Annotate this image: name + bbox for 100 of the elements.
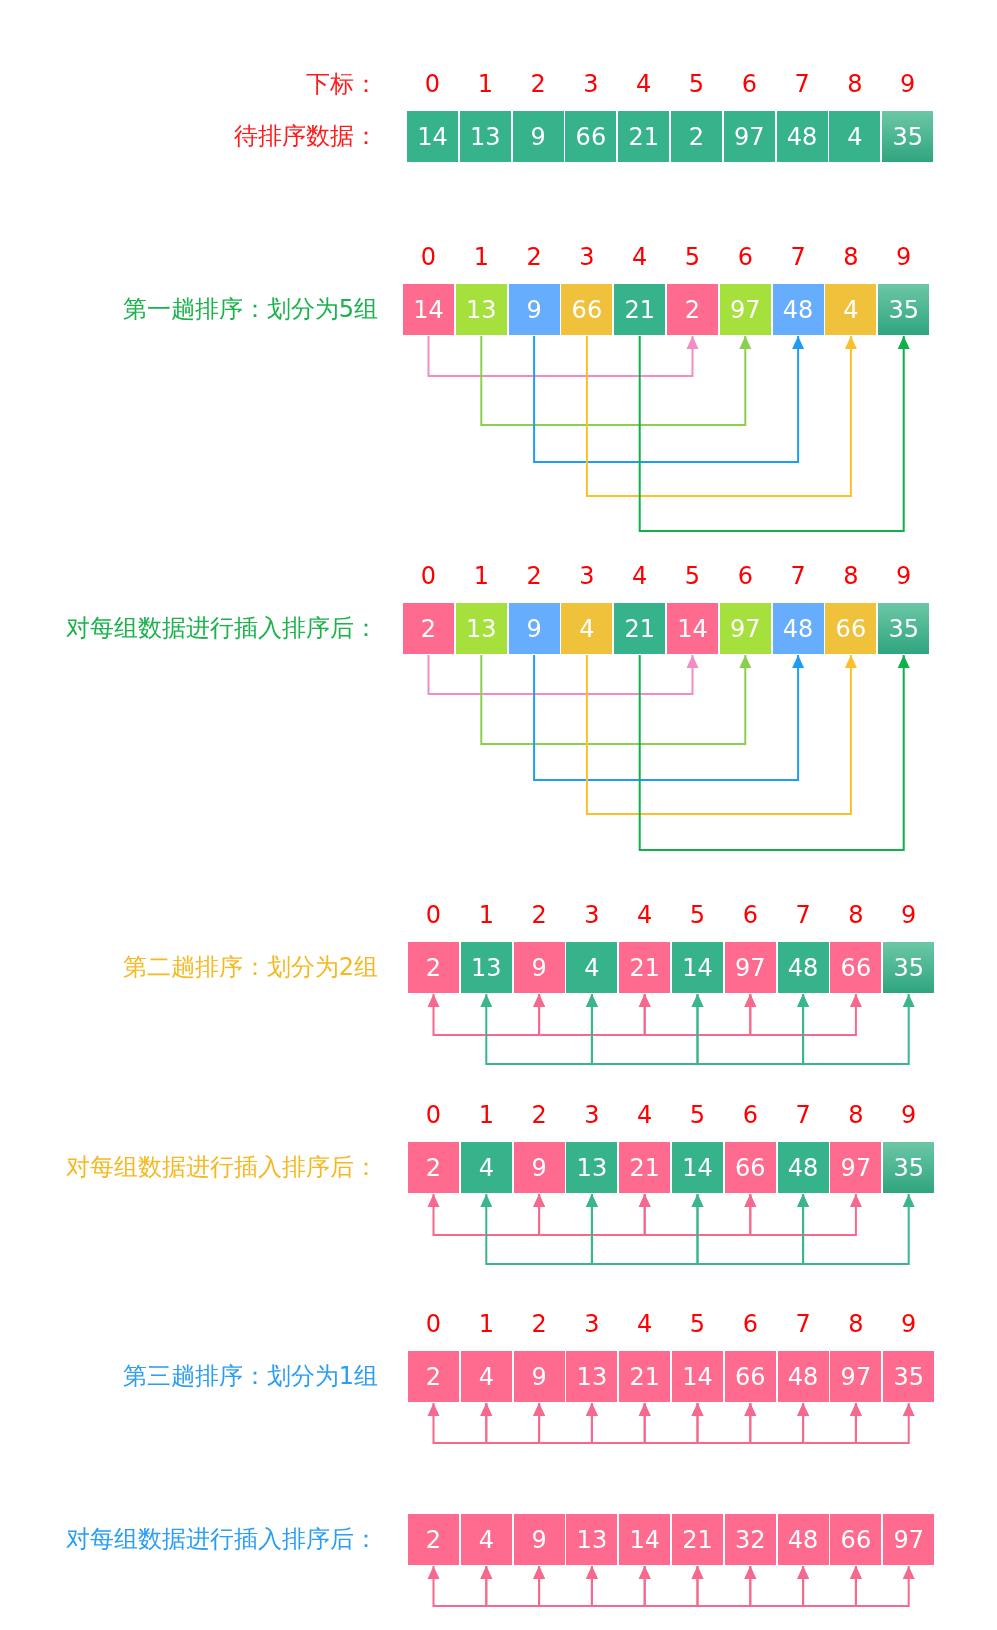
value-tile: 4: [829, 111, 881, 162]
value-tile: 2: [408, 1142, 459, 1193]
value-tile: 14: [407, 111, 458, 162]
index-number: 2: [530, 900, 548, 930]
index-number: 8: [846, 69, 864, 99]
index-number: 3: [583, 1100, 601, 1130]
value-tile: 35: [883, 942, 935, 993]
index-number: 7: [794, 1100, 812, 1130]
index-number: 9: [900, 1309, 918, 1339]
index-number: 0: [419, 561, 438, 591]
index-number: 8: [842, 561, 860, 591]
value-tile: 66: [561, 284, 613, 335]
index-number: 8: [847, 1309, 865, 1339]
value-tile: 97: [883, 1514, 935, 1565]
index-number: 6: [736, 242, 754, 272]
index-number: 7: [789, 242, 807, 272]
index-number: 0: [424, 1309, 443, 1339]
value-tile: 48: [776, 111, 828, 162]
value-tile: 4: [460, 1351, 512, 1402]
index-number: 1: [472, 561, 490, 591]
index-number: 0: [423, 69, 442, 99]
index-number: 5: [688, 900, 707, 930]
index-number: 1: [476, 69, 494, 99]
value-tile: 14: [672, 1351, 723, 1402]
index-number: 1: [477, 1100, 495, 1130]
value-tile: 14: [619, 1514, 671, 1565]
index-number: 5: [687, 69, 706, 99]
value-tile: 9: [508, 603, 560, 654]
connector-arrow: [427, 335, 699, 377]
index-number: 4: [636, 900, 654, 930]
value-tile: 13: [460, 942, 512, 993]
value-tile: 97: [830, 1351, 882, 1402]
index-number: 6: [741, 900, 759, 930]
value-tile: 9: [513, 1351, 565, 1402]
index-number: 8: [847, 900, 865, 930]
index-number: 3: [578, 242, 596, 272]
row-heading: 第二趟排序：划分为2组: [122, 952, 378, 982]
value-tile: 4: [561, 603, 613, 654]
value-tile: 13: [566, 1142, 618, 1193]
value-tile: 9: [513, 1514, 565, 1565]
index-number: 2: [525, 242, 543, 272]
index-number: 4: [631, 561, 649, 591]
value-tile: 21: [618, 111, 670, 162]
index-number: 7: [794, 1309, 812, 1339]
connector-arrow: [427, 654, 699, 695]
value-tile: 14: [667, 603, 718, 654]
value-tile: 48: [772, 284, 824, 335]
index-number: 2: [529, 69, 547, 99]
value-tile: 9: [513, 942, 565, 993]
value-tile: 13: [455, 284, 507, 335]
index-number: 5: [688, 1309, 707, 1339]
connector-arrow: [585, 335, 857, 497]
value-tile: 2: [408, 1351, 459, 1402]
value-tile: 97: [719, 603, 771, 654]
connector-arrow: [849, 1565, 915, 1607]
index-number: 0: [419, 242, 438, 272]
row-heading: 对每组数据进行插入排序后：: [66, 1152, 378, 1182]
index-number: 6: [741, 1309, 759, 1339]
value-tile: 97: [724, 942, 776, 993]
index-number: 5: [683, 242, 702, 272]
index-number: 3: [583, 900, 601, 930]
index-number: 0: [424, 1100, 443, 1130]
value-tile: 2: [403, 603, 454, 654]
index-number: 7: [789, 561, 807, 591]
index-number: 8: [847, 1100, 865, 1130]
value-tile: 21: [614, 603, 666, 654]
index-number: 4: [636, 1100, 654, 1130]
value-tile: 14: [403, 284, 454, 335]
value-tile: 2: [408, 942, 459, 993]
index-number: 3: [582, 69, 600, 99]
index-heading: 下标：: [306, 69, 378, 99]
value-tile: 66: [825, 603, 877, 654]
index-number: 0: [424, 900, 443, 930]
connector-arrow: [797, 993, 915, 1065]
connector-arrow: [533, 654, 805, 781]
value-tile: 21: [619, 942, 671, 993]
index-number: 4: [631, 242, 649, 272]
value-tile: 9: [512, 111, 564, 162]
value-tile: 35: [878, 284, 930, 335]
value-tile: 13: [455, 603, 507, 654]
index-number: 1: [472, 242, 490, 272]
index-number: 3: [583, 1309, 601, 1339]
index-number: 6: [736, 561, 754, 591]
index-number: 5: [683, 561, 702, 591]
value-tile: 21: [619, 1351, 671, 1402]
index-number: 4: [635, 69, 653, 99]
connector-arrow: [849, 1402, 915, 1444]
index-number: 9: [899, 69, 917, 99]
value-tile: 97: [723, 111, 775, 162]
index-number: 2: [525, 561, 543, 591]
index-number: 6: [741, 1100, 759, 1130]
value-tile: 48: [777, 1514, 829, 1565]
connector-arrow: [638, 654, 910, 851]
value-tile: 35: [883, 1142, 935, 1193]
value-tile: 2: [667, 284, 718, 335]
value-tile: 48: [777, 1142, 829, 1193]
index-number: 4: [636, 1309, 654, 1339]
row-heading: 待排序数据：: [234, 121, 378, 151]
value-tile: 35: [883, 1351, 935, 1402]
index-number: 7: [793, 69, 811, 99]
